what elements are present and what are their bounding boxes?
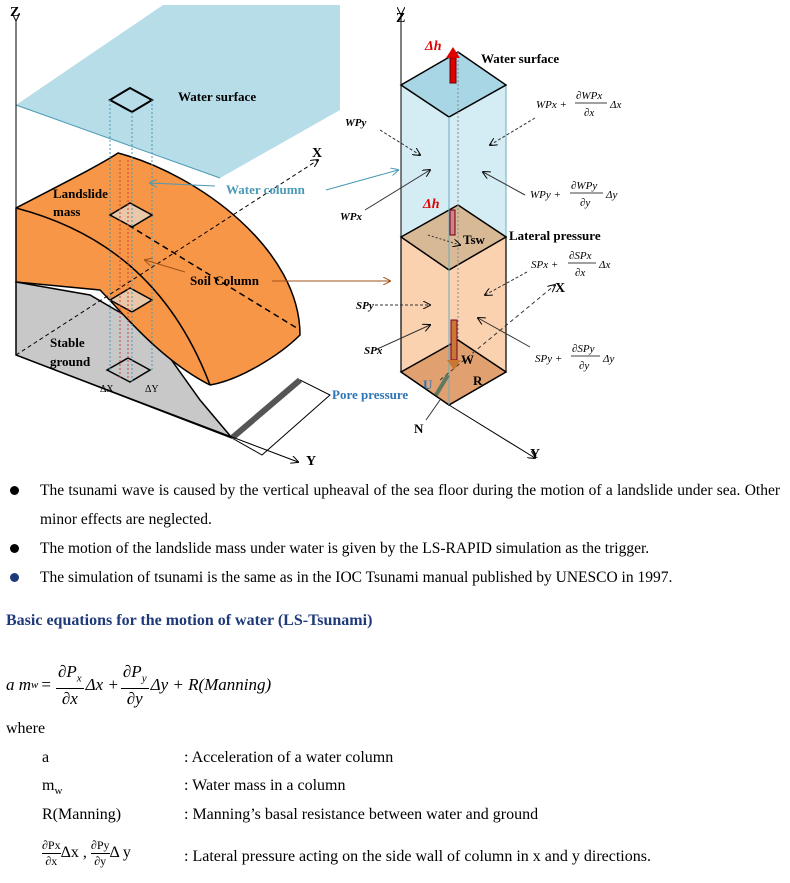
spx-label: SPx xyxy=(364,345,383,357)
definition-desc: : Acceleration of a water column xyxy=(184,749,394,766)
definition-term: R(Manning) xyxy=(42,806,122,823)
landslide-mass-label-1: Landslide xyxy=(53,186,108,201)
left-axis-z: Z xyxy=(10,5,19,20)
delta-y-label: ΔY xyxy=(145,384,159,395)
svg-text:∂WPy: ∂WPy xyxy=(571,180,597,192)
bullet-dot-icon xyxy=(10,544,19,553)
water-surface-plane xyxy=(16,5,340,178)
wpy-label: WPy xyxy=(345,117,367,129)
stable-ground-label-1: Stable xyxy=(50,335,85,350)
landslide-mass xyxy=(15,152,301,386)
eq-term-y: Δy + R(Manning) xyxy=(150,675,272,695)
left-water-surface-label: Water surface xyxy=(178,89,256,104)
landslide-mass-label-2: mass xyxy=(53,204,80,219)
svg-text:∂x: ∂x xyxy=(575,267,585,279)
delta-x-label: ΔX xyxy=(100,384,114,395)
pore-pressure-label: Pore pressure xyxy=(332,387,408,402)
right-axis-y: Y xyxy=(530,447,540,462)
wpx-plus-label: WPx + ∂WPx ∂x Δx xyxy=(536,90,621,119)
right-water-surface-label: Water surface xyxy=(481,51,559,66)
landslide-tsunami-diagram: Z X Y Water surface Water column Landsli… xyxy=(10,5,621,469)
wpx-label: WPx xyxy=(340,211,363,223)
where-label: where xyxy=(6,720,46,737)
r-label: R xyxy=(473,373,483,388)
svg-text:∂SPy: ∂SPy xyxy=(572,343,595,355)
soil-column-label: Soil Column xyxy=(190,273,260,288)
svg-text:∂y: ∂y xyxy=(579,360,589,372)
svg-text:SPy +: SPy + xyxy=(535,353,562,365)
weight-arrow xyxy=(450,319,458,361)
tsw-label: Tsw xyxy=(463,232,486,247)
definition-desc: : Water mass in a column xyxy=(184,777,346,794)
definition-row: mw : Water mass in a column xyxy=(42,777,346,798)
delta-h-top-label: Δh xyxy=(424,39,442,54)
bullet-item: The motion of the landslide mass under w… xyxy=(10,534,780,563)
bullet-text: The tsunami wave is caused by the vertic… xyxy=(40,482,780,528)
bullet-dot-icon xyxy=(10,573,19,582)
spy-label: SPy xyxy=(356,300,374,312)
bullet-text: The motion of the landslide mass under w… xyxy=(40,540,650,557)
slope-face xyxy=(231,379,331,456)
right-axis-x: X xyxy=(555,281,565,296)
eq-fraction-x: ∂Px∂x xyxy=(55,662,84,709)
svg-text:∂x: ∂x xyxy=(584,107,594,119)
wpy-plus-label: WPy + ∂WPy ∂y Δy xyxy=(530,180,617,209)
definition-desc: : Lateral pressure acting on the side wa… xyxy=(184,848,651,865)
svg-text:Δy: Δy xyxy=(605,189,617,201)
bullet-item: The simulation of tsunami is the same as… xyxy=(10,563,780,592)
eq-lhs: a m xyxy=(6,675,32,695)
svg-text:∂SPx: ∂SPx xyxy=(569,250,592,262)
left-diagram: Z X Y Water surface Water column Landsli… xyxy=(10,5,340,469)
definition-term: a xyxy=(42,749,50,766)
u-label: U xyxy=(423,377,433,392)
svg-text:∂WPx: ∂WPx xyxy=(576,90,602,102)
eq-lhs-sub: w xyxy=(31,679,39,692)
bullet-text: The simulation of tsunami is the same as… xyxy=(40,569,673,586)
svg-text:Δx: Δx xyxy=(598,259,610,271)
svg-text:∂y: ∂y xyxy=(580,197,590,209)
definition-term: mw xyxy=(42,777,63,798)
svg-text:Δy: Δy xyxy=(602,353,614,365)
spy-plus-label: SPy + ∂SPy ∂y Δy xyxy=(535,343,614,372)
weight-label: W xyxy=(461,352,474,367)
left-axis-y: Y xyxy=(306,454,316,469)
section-heading: Basic equations for the motion of water … xyxy=(6,612,373,629)
bullet-item: The tsunami wave is caused by the vertic… xyxy=(10,476,780,534)
spx-plus-label: SPx + ∂SPx ∂x Δx xyxy=(531,250,610,279)
stable-ground-label-2: ground xyxy=(50,354,91,369)
delta-h-arrow-top xyxy=(449,57,457,84)
left-axis-x: X xyxy=(312,146,322,161)
eq-sign: = xyxy=(41,675,51,695)
bullet-dot-icon xyxy=(10,486,19,495)
n-label: N xyxy=(414,421,424,436)
delta-h-mid-label: Δh xyxy=(422,197,440,212)
water-column-label: Water column xyxy=(226,182,306,197)
definition-row: a : Acceleration of a water column xyxy=(42,749,393,767)
eq-term-x: Δx + xyxy=(85,675,119,695)
svg-text:SPx +: SPx + xyxy=(531,259,558,271)
eq-fraction-y: ∂Py∂y xyxy=(120,662,149,709)
right-axis-z: Z xyxy=(396,11,405,26)
definition-row: R(Manning) : Manning’s basal resistance … xyxy=(42,806,538,824)
svg-text:Δx: Δx xyxy=(609,99,621,111)
svg-text:WPx +: WPx + xyxy=(536,99,567,111)
right-diagram: Z X Y Δh Δh Water surface WPy WPx WPx + … xyxy=(332,11,621,462)
definition-desc: : Manning’s basal resistance between wat… xyxy=(184,806,539,823)
svg-text:WPy +: WPy + xyxy=(530,189,561,201)
lateral-pressure-label: Lateral pressure xyxy=(509,228,601,243)
